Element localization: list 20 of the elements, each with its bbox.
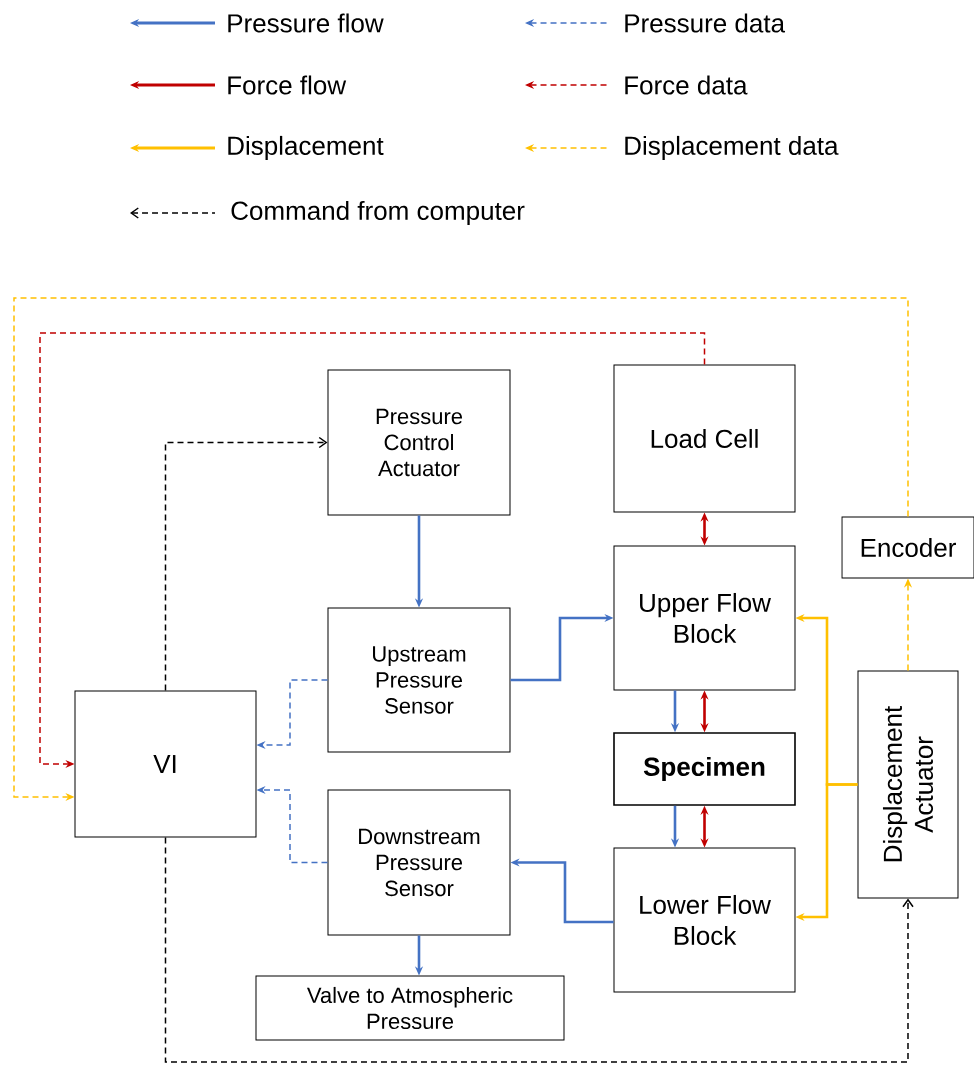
legend-label: Displacement — [228, 135, 384, 161]
process-box: Load Cell — [613, 364, 796, 513]
legend-label: Force data — [625, 75, 748, 95]
process-box: VI — [74, 690, 257, 838]
process-box: Pressure Control Actuator — [327, 369, 511, 516]
legend-label: Pressure flow — [228, 13, 384, 33]
process-box: Encoder — [841, 516, 974, 579]
process-box: Upper Flow Block — [613, 545, 796, 691]
arrow — [164, 836, 914, 1063]
legend-label: Command from computer — [231, 200, 525, 226]
legend-label: Force flow — [228, 75, 347, 95]
process-box: Valve to Atmospheric Pressure — [255, 975, 565, 1041]
process-box: Downstream Pressure Sensor — [327, 789, 511, 936]
process-box: Lower Flow Block — [613, 847, 796, 993]
process-box: Displacement Actuator — [857, 670, 959, 899]
legend-label: Pressure data — [625, 13, 786, 33]
legend-label: Displacement data — [625, 135, 839, 161]
process-box: Upstream Pressure Sensor — [327, 607, 511, 753]
specimen-box: Specimen — [613, 732, 796, 806]
arrow — [164, 436, 328, 692]
